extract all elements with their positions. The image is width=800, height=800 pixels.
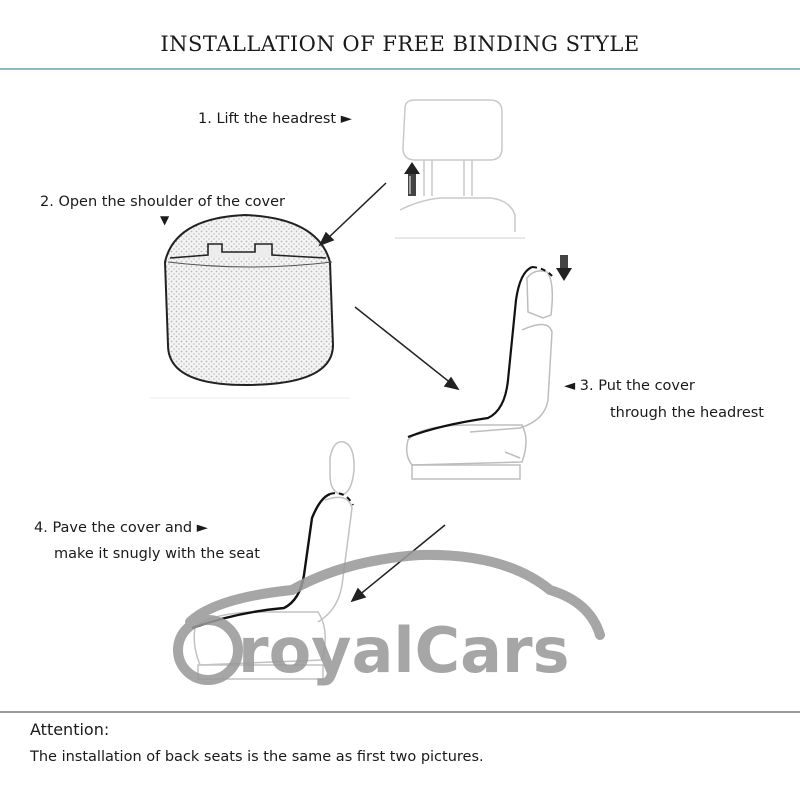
attention-divider (0, 711, 800, 713)
attention-text: The installation of back seats is the sa… (30, 749, 484, 765)
step-4-label-line1: 4. Pave the cover and ► (34, 520, 208, 536)
seat-figure-step3 (405, 270, 554, 480)
step-2-marker: ▼ (160, 213, 170, 227)
cover-line-step3 (407, 265, 533, 439)
headrest-figure (395, 99, 525, 239)
watermark-logo: royalCars (173, 549, 605, 687)
flow-arrow-icon (354, 306, 460, 391)
cover-shoulder-figure (150, 213, 350, 399)
step-4-label-line2: make it snugly with the seat (54, 546, 260, 562)
page-title: INSTALLATION OF FREE BINDING STYLE (160, 32, 640, 56)
lift-up-arrow-icon (404, 162, 420, 196)
step-2-label: 2. Open the shoulder of the cover (40, 194, 286, 210)
watermark-text: royalCars (238, 614, 570, 687)
cover-line-step4 (191, 492, 331, 630)
step-3-label-line2: through the headrest (610, 405, 764, 421)
flow-arrow-icon (318, 182, 387, 247)
push-down-arrow-icon (556, 255, 572, 281)
step-3-label-line1: ◄ 3. Put the cover (564, 378, 695, 394)
step-1-label: 1. Lift the headrest ► (198, 111, 352, 127)
title-divider (0, 68, 800, 70)
attention-heading: Attention: (30, 720, 110, 739)
